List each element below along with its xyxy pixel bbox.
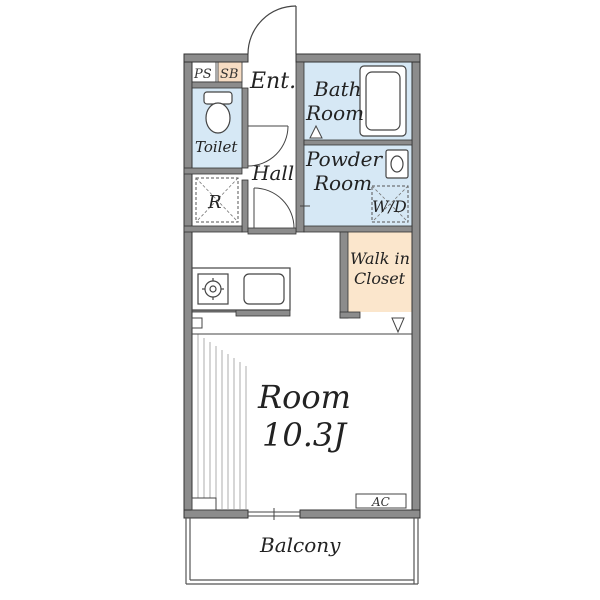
stove-icon	[197, 273, 229, 305]
window-blind-lines	[197, 334, 247, 510]
toilet-door	[247, 125, 289, 167]
washer-label: W/D	[372, 197, 407, 216]
fridge-label: R	[207, 192, 222, 213]
toilet-fixture	[203, 91, 233, 134]
air-conditioner-label: AC	[371, 495, 390, 509]
balcony-outline	[185, 518, 419, 585]
kitchen-sink	[243, 273, 285, 305]
powder-label-line1: Powder	[305, 147, 383, 171]
hall-door	[253, 187, 295, 229]
main-room-size: 10.3J	[262, 416, 348, 454]
column-square	[191, 317, 203, 329]
pipe-space-label: PS	[193, 67, 212, 82]
closet-label-line2: Closet	[354, 269, 406, 288]
fridge-space	[195, 177, 239, 223]
entrance-door	[247, 5, 297, 55]
bath-label-line1: Bath	[313, 77, 362, 101]
entrance-label: Ent.	[249, 69, 296, 94]
bath-label-line2: Room	[305, 101, 364, 125]
closet-floor	[348, 232, 412, 312]
bottom-corner-box	[191, 497, 217, 511]
air-conditioner-box	[355, 493, 407, 509]
hall-label: Hall	[251, 161, 294, 185]
closet-door-triangle	[391, 317, 405, 334]
washbasin	[385, 149, 409, 179]
main-room-label: Room	[257, 378, 351, 416]
washer-space	[371, 185, 409, 223]
balcony-label: Balcony	[259, 533, 341, 557]
powder-label-line2: Room	[313, 171, 372, 195]
closet-label-line1: Walk in	[350, 249, 410, 268]
switch-board-label: SB	[220, 67, 238, 82]
bathtub	[359, 65, 407, 137]
balcony-window	[248, 508, 300, 520]
bath-drain-triangle	[309, 124, 323, 139]
toilet-label: Toilet	[195, 138, 238, 156]
exterior-walls	[183, 53, 421, 519]
